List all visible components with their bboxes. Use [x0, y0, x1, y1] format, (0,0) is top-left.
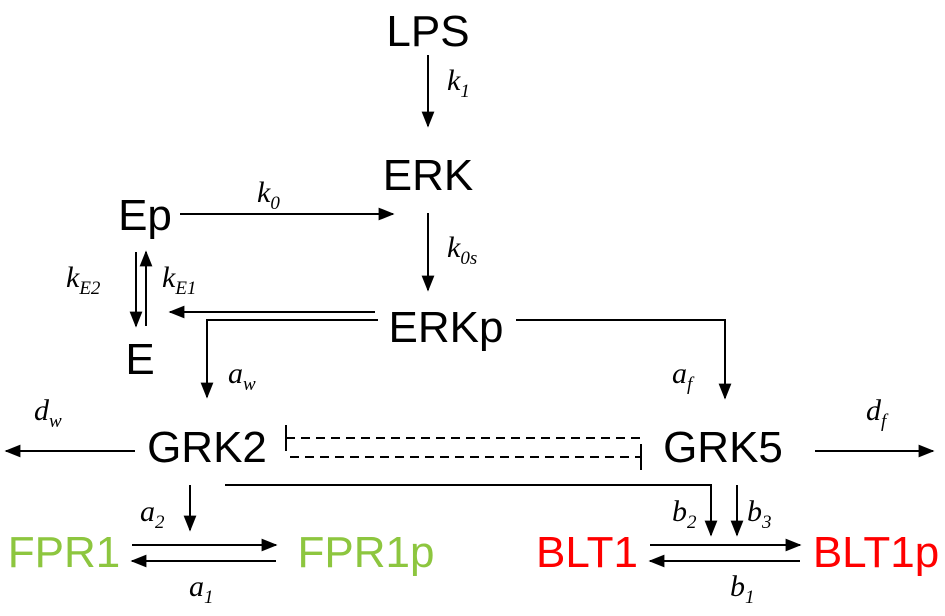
node-erkp: ERKp	[389, 303, 504, 352]
nodes: LPS ERK Ep ERKp E GRK2 GRK5 FPR1 FPR1p B…	[8, 7, 939, 577]
node-ep: Ep	[118, 191, 172, 240]
rate-b3: b3	[747, 495, 772, 533]
node-erk: ERK	[383, 151, 473, 200]
node-lps: LPS	[386, 7, 469, 56]
node-fpr1: FPR1	[8, 528, 120, 577]
rate-kE1: kE1	[162, 261, 196, 299]
rate-k0: k0	[257, 176, 280, 214]
node-fpr1p: FPR1p	[298, 528, 435, 577]
node-e: E	[125, 335, 154, 384]
rate-a2: a2	[140, 495, 165, 533]
node-grk5: GRK5	[663, 423, 783, 472]
node-blt1p: BLT1p	[813, 528, 939, 577]
rate-b2: b2	[672, 495, 697, 533]
edge-grk2-blt1	[225, 484, 718, 537]
rate-af: af	[672, 357, 695, 395]
rate-k0s: k0s	[447, 231, 477, 269]
rate-labels: k1 k0 k0s kE2 kE1 aw af dw df a2 a1 b2 b…	[34, 64, 889, 608]
edge-erkp-grk5	[516, 319, 732, 400]
rate-b1: b1	[730, 570, 755, 608]
rate-dw: dw	[34, 394, 62, 432]
rate-aw: aw	[228, 357, 256, 395]
node-blt1: BLT1	[536, 528, 638, 577]
rate-kE2: kE2	[66, 261, 101, 299]
rate-a1: a1	[189, 570, 214, 608]
node-grk2: GRK2	[147, 423, 267, 472]
rate-k1: k1	[447, 64, 470, 102]
edge-erkp-grk2	[200, 319, 378, 399]
rate-df: df	[866, 394, 889, 432]
edges	[4, 55, 935, 568]
